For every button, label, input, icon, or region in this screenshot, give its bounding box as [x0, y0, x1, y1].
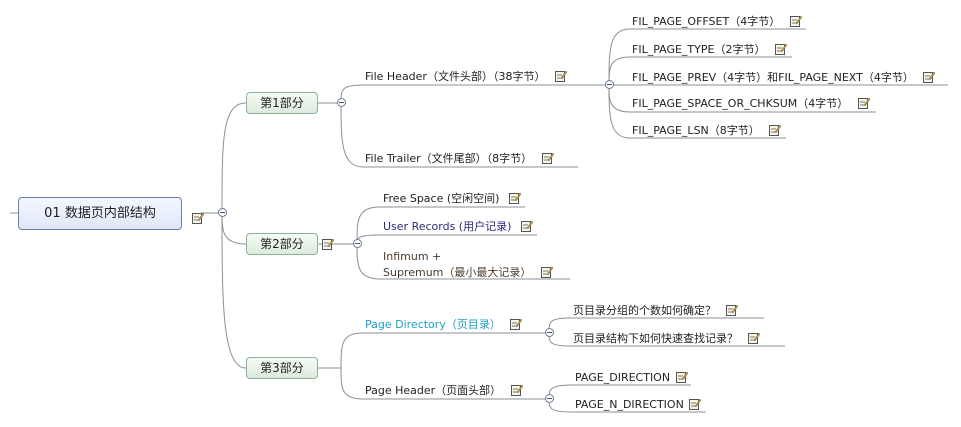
- page-header-child-1[interactable]: PAGE_DIRECTION: [575, 371, 688, 385]
- note-icon[interactable]: [541, 152, 554, 164]
- page-header-child-1-label: PAGE_DIRECTION: [575, 371, 671, 384]
- note-icon[interactable]: [789, 15, 802, 27]
- infimum-supremum-node[interactable]: Infimum + Supremum（最小最大记录）: [383, 249, 553, 281]
- note-icon[interactable]: [554, 70, 567, 82]
- collapse-icon-root[interactable]: [218, 208, 227, 217]
- collapse-icon-page-directory[interactable]: [545, 328, 554, 337]
- note-icon[interactable]: [747, 332, 760, 344]
- note-icon[interactable]: [192, 212, 204, 224]
- page-directory-label: Page Directory（页目录）: [365, 318, 501, 331]
- section-3-label: 第3部分: [260, 361, 304, 375]
- section-3-node[interactable]: 第3部分: [246, 357, 318, 379]
- page-header-child-2-label: PAGE_N_DIRECTION: [575, 398, 684, 411]
- free-space-node[interactable]: Free Space (空闲空间): [383, 192, 521, 206]
- file-header-child-4[interactable]: FIL_PAGE_SPACE_OR_CHKSUM（4字节）: [632, 97, 870, 111]
- file-header-child-5-label: FIL_PAGE_LSN（8字节）: [632, 124, 760, 137]
- root-label: 01 数据页内部结构: [44, 206, 156, 221]
- infimum-label: Infimum +: [383, 250, 442, 263]
- note-icon[interactable]: [510, 318, 523, 330]
- file-header-node[interactable]: File Header（文件头部）（38字节）: [365, 70, 567, 84]
- collapse-icon-file-header[interactable]: [605, 80, 614, 89]
- page-directory-child-2-label: 页目录结构下如何快速查找记录？: [573, 332, 738, 345]
- root-node[interactable]: 01 数据页内部结构: [18, 197, 182, 230]
- note-icon[interactable]: [540, 266, 553, 278]
- file-header-child-4-label: FIL_PAGE_SPACE_OR_CHKSUM（4字节）: [632, 97, 849, 110]
- note-icon[interactable]: [322, 238, 334, 250]
- section-1-node[interactable]: 第1部分: [246, 92, 318, 114]
- note-icon[interactable]: [520, 220, 533, 232]
- page-directory-node[interactable]: Page Directory（页目录）: [365, 318, 523, 332]
- page-directory-child-1[interactable]: 页目录分组的个数如何确定？: [573, 304, 738, 318]
- page-header-label: Page Header（页面头部）: [365, 384, 502, 397]
- page-header-child-2[interactable]: PAGE_N_DIRECTION: [575, 398, 702, 412]
- file-trailer-label: File Trailer（文件尾部）（8字节）: [365, 152, 533, 165]
- section-2-label: 第2部分: [260, 237, 304, 251]
- page-directory-child-1-label: 页目录分组的个数如何确定？: [573, 304, 716, 317]
- file-header-label: File Header（文件头部）（38字节）: [365, 70, 546, 83]
- user-records-node[interactable]: User Records (用户记录): [383, 220, 533, 234]
- note-icon[interactable]: [857, 97, 870, 109]
- free-space-label: Free Space (空闲空间): [383, 192, 500, 205]
- file-header-child-1-label: FIL_PAGE_OFFSET（4字节）: [632, 15, 781, 28]
- file-header-child-3-label: FIL_PAGE_PREV（4字节）和FIL_PAGE_NEXT（4字节）: [632, 71, 914, 84]
- collapse-icon-section-2[interactable]: [353, 239, 362, 248]
- page-header-node[interactable]: Page Header（页面头部）: [365, 384, 523, 398]
- section-2-node[interactable]: 第2部分: [246, 233, 318, 255]
- note-icon[interactable]: [510, 384, 523, 396]
- note-icon[interactable]: [675, 371, 688, 383]
- note-icon[interactable]: [725, 304, 738, 316]
- section-1-label: 第1部分: [260, 96, 304, 110]
- page-directory-child-2[interactable]: 页目录结构下如何快速查找记录？: [573, 332, 760, 346]
- file-header-child-2-label: FIL_PAGE_TYPE（2字节）: [632, 43, 766, 56]
- user-records-label: User Records (用户记录): [383, 220, 512, 233]
- file-header-child-3[interactable]: FIL_PAGE_PREV（4字节）和FIL_PAGE_NEXT（4字节）: [632, 71, 936, 85]
- collapse-icon-page-header[interactable]: [545, 394, 554, 403]
- note-icon[interactable]: [774, 43, 787, 55]
- supremum-label: Supremum（最小最大记录）: [383, 266, 532, 279]
- note-icon[interactable]: [689, 398, 702, 410]
- file-header-child-1[interactable]: FIL_PAGE_OFFSET（4字节）: [632, 15, 802, 29]
- note-icon[interactable]: [769, 124, 782, 136]
- note-icon[interactable]: [923, 71, 936, 83]
- file-trailer-node[interactable]: File Trailer（文件尾部）（8字节）: [365, 152, 554, 166]
- file-header-child-5[interactable]: FIL_PAGE_LSN（8字节）: [632, 124, 782, 138]
- file-header-child-2[interactable]: FIL_PAGE_TYPE（2字节）: [632, 43, 787, 57]
- note-icon[interactable]: [508, 192, 521, 204]
- collapse-icon-section-1[interactable]: [337, 98, 346, 107]
